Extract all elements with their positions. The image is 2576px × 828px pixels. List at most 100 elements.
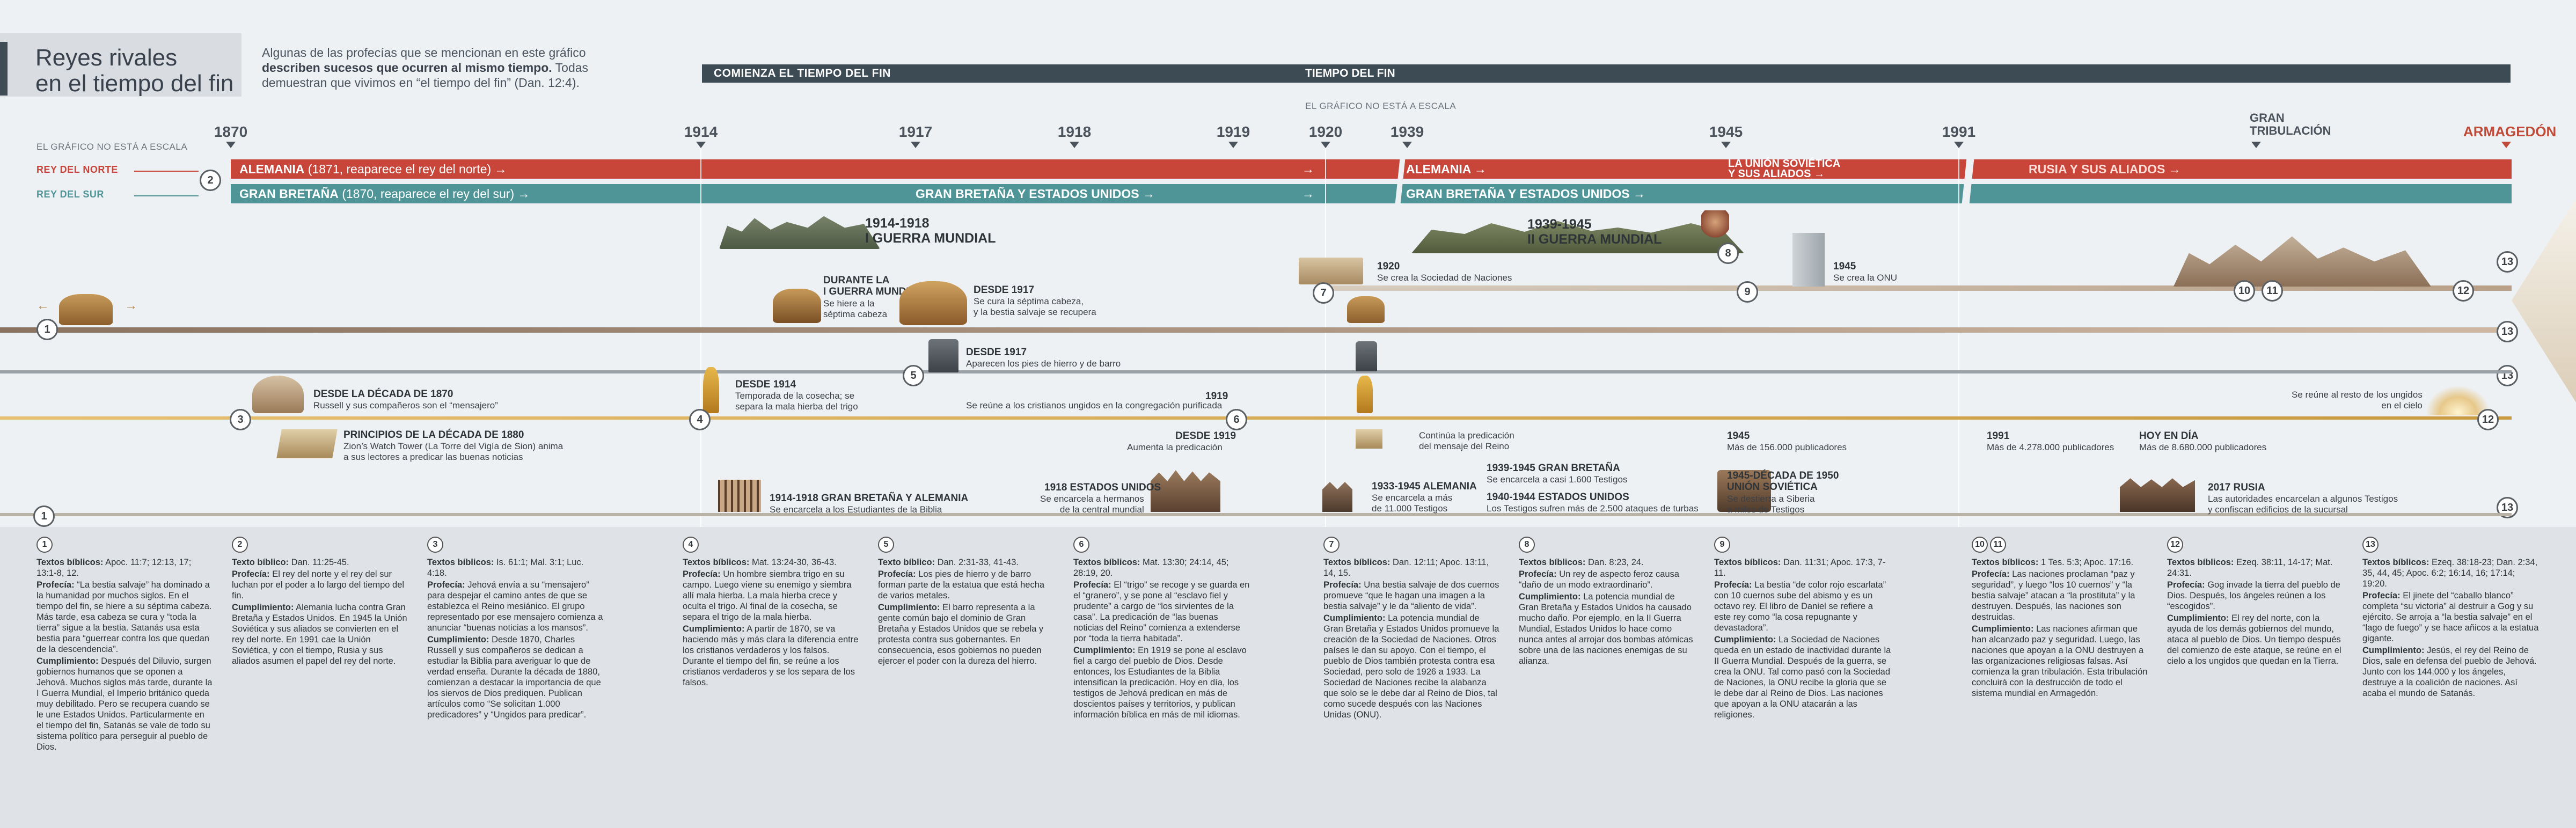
band-comienza-tiempo-fin: COMIENZA EL TIEMPO DEL FIN — [702, 64, 2511, 83]
marker-1-upper: 1 — [36, 319, 58, 340]
timeline-pies — [0, 370, 2512, 373]
norte-label-alemania-2: ALEMANIA → — [1406, 159, 1487, 179]
event-1940-eeuu-title: 1940-1944 ESTADOS UNIDOS — [1487, 492, 1629, 503]
explanation-number-badge: 1 — [36, 537, 53, 553]
explanation-paragraph-text: El rey del norte y el rey del sur luchan… — [232, 569, 405, 600]
explanation-paragraph: Textos bíblicos: Mat. 13:24-30, 36-43. — [683, 557, 860, 568]
explanation-paragraph: Textos bíblicos: Ezeq. 38:18-23; Dan. 2:… — [2362, 557, 2540, 589]
intro-bold: describen sucesos que ocurren al mismo t… — [262, 61, 552, 75]
year-1914: 1914 — [684, 123, 718, 140]
explanation-paragraph: Profecía: Un rey de aspecto feroz causa … — [1519, 569, 1696, 590]
explanation-paragraph-label: Profecía: — [1972, 569, 2010, 579]
explanation-paragraph-label: Profecía: — [427, 580, 465, 590]
explanation-paragraph-label: Profecía: — [2362, 591, 2401, 600]
norte-label-union-sovietica-bold: LA UNIÓN SOVIÉTICA Y SUS ALIADOS → — [1728, 158, 1841, 180]
norte-label-alemania: ALEMANIA (1871, reaparece el rey del nor… — [239, 159, 507, 179]
prison-bars-art — [718, 480, 761, 512]
explanation-paragraph: Cumplimiento: Alemania lucha contra Gran… — [232, 602, 409, 666]
explanation-paragraph-text: “La bestia salvaje” ha dominado a la hum… — [36, 580, 212, 654]
event-1933-text: Se encarcela a más de 11.000 Testigos — [1372, 493, 1453, 514]
marker-3: 3 — [230, 409, 251, 430]
year-1917: 1917 — [898, 123, 933, 140]
event-1870-title: DESDE LA DÉCADA DE 1870 — [313, 389, 453, 400]
band-tiempo-fin-label: TIEMPO DEL FIN — [1305, 67, 1395, 79]
explanation-paragraph-text: Is. 61:1; Mal. 3:1; Luc. 4:18. — [427, 558, 584, 578]
marker-13-a: 13 — [2497, 251, 2518, 273]
no-escala-label-left: EL GRÁFICO NO ESTÁ A ESCALA — [36, 142, 188, 152]
marker-2: 2 — [200, 170, 221, 191]
year-guide-1991 — [1958, 148, 1959, 528]
timeline-imagen — [1320, 285, 2512, 291]
explanation-paragraph: Cumplimiento: Jesús, el rey del Reino de… — [2362, 645, 2540, 699]
wounded-beast-art — [773, 289, 821, 323]
event-1918-prison-title: 1918 ESTADOS UNIDOS — [1044, 482, 1161, 493]
explanation-paragraph-text: El rey del norte, con la ayuda de los de… — [2167, 613, 2341, 666]
event-1945-onu-title: 1945 — [1833, 261, 1856, 272]
explanation-paragraph-text: Las naciones afirman que han alcanzado p… — [1972, 624, 2148, 698]
sur-label-gran-bretana-bold: GRAN BRETAÑA — [239, 187, 339, 201]
explanation-paragraph-label: Profecía: — [1519, 569, 1557, 579]
explanation-paragraph-label: Profecía: — [2167, 580, 2205, 590]
beast-arrow-left: ← — [36, 298, 49, 313]
war-label-ww2: 1939-1945 II GUERRA MUNDIAL — [1527, 217, 1662, 247]
explanation-paragraph-text: Desde 1870, Charles Russell y sus compañ… — [427, 635, 601, 720]
year-1918: 1918 — [1057, 123, 1092, 140]
intro-text: Algunas de las profecías que se menciona… — [262, 45, 595, 90]
norte-arrow-bold: → — [1302, 162, 1314, 176]
brothers-1918-art — [1151, 470, 1220, 512]
timeline-persecucion — [0, 513, 2512, 516]
armagedon-label: ARMAGEDÓN — [2463, 123, 2557, 140]
explanation-paragraph-label: Cumplimiento: — [1323, 613, 1386, 623]
explanation-paragraph-text: Apoc. 11:7; 12:13, 17; 13:1-8, 12. — [36, 558, 192, 578]
explanation-paragraph-label: Profecía: — [1073, 580, 1111, 590]
explanation-paragraph: Profecía: El rey del norte y el rey del … — [232, 569, 409, 601]
explanation-number-badge: 8 — [1519, 537, 1535, 553]
explanation-column-number: 1 — [36, 537, 214, 557]
explanation-paragraph-label: Textos bíblicos: — [2362, 558, 2429, 567]
war-label-ww1: 1914-1918 I GUERRA MUNDIAL — [865, 216, 996, 246]
explanation-paragraph-label: Profecía: — [878, 569, 916, 579]
event-1880-text: Zion’s Watch Tower (La Torre del Vigía d… — [343, 441, 564, 462]
explanation-paragraph: Cumplimiento: El rey del norte, con la a… — [2167, 613, 2344, 666]
year-1920-arrow — [1321, 142, 1330, 148]
marker-10: 10 — [2234, 280, 2255, 302]
page-title: Reyes rivales en el tiempo del fin — [35, 45, 234, 97]
event-2017-title: 2017 RUSIA — [2208, 482, 2265, 493]
event-1933-title: 1933-1945 ALEMANIA — [1372, 481, 1477, 492]
explanation-paragraph: Profecía: Gog invade la tierra del puebl… — [2167, 580, 2344, 612]
armagedon-arrow — [2501, 142, 2511, 148]
explanation-paragraph-label: Cumplimiento: — [427, 635, 489, 644]
marker-8: 8 — [1717, 243, 1739, 264]
event-1991-pub-text: Más de 4.278.000 publicadores — [1987, 442, 2114, 452]
norte-label-alemania-bold: ALEMANIA — [239, 162, 305, 176]
event-guerra1-text: Se hiere a la séptima cabeza — [823, 298, 888, 319]
explanation-paragraph: Textos bíblicos: Apoc. 11:7; 12:13, 17; … — [36, 557, 214, 578]
explanation-column-number: 7 — [1323, 537, 1501, 557]
rey-norte-bar — [231, 159, 2512, 179]
explanation-paragraph: Cumplimiento: Desde 1870, Charles Russel… — [427, 634, 604, 720]
explanation-paragraph-label: Textos bíblicos: — [1323, 558, 1391, 567]
explanation-column-number: 8 — [1519, 537, 1696, 557]
marker-13-b: 13 — [2497, 321, 2518, 342]
explanation-paragraph-label: Textos bíblicos: — [683, 558, 750, 567]
event-1917-feet-text: Aparecen los pies de hierro y de barro — [966, 358, 1121, 369]
explanation-paragraph-text: Jehová envía a su “mensajero” para despe… — [427, 580, 603, 633]
explanation-column-number: 13 — [2362, 537, 2540, 557]
prisoners-1933-art — [1322, 482, 1352, 512]
year-guide-1920 — [1325, 148, 1326, 528]
event-siberia-text: Se destierra a Siberia a miles de Testig… — [1727, 494, 1815, 515]
title-box — [0, 33, 241, 97]
explanation-paragraph-label: Textos bíblicos: — [36, 558, 104, 567]
explanation-paragraph-text: La bestia “de color rojo escarlata” con … — [1714, 580, 1886, 633]
healed-beast-art — [899, 281, 967, 325]
explanation-number-badge: 10 — [1972, 537, 1988, 553]
explanation-paragraph-text: Los pies de hierro y de barro forman par… — [878, 569, 1045, 600]
event-1917-beast-text: Se cura la séptima cabeza, y la bestia s… — [974, 296, 1096, 317]
explanation-column-number: 12 — [2167, 537, 2344, 557]
event-desde1919-title: DESDE 1919 — [1175, 430, 1236, 442]
watchtower-book-art — [276, 429, 338, 458]
